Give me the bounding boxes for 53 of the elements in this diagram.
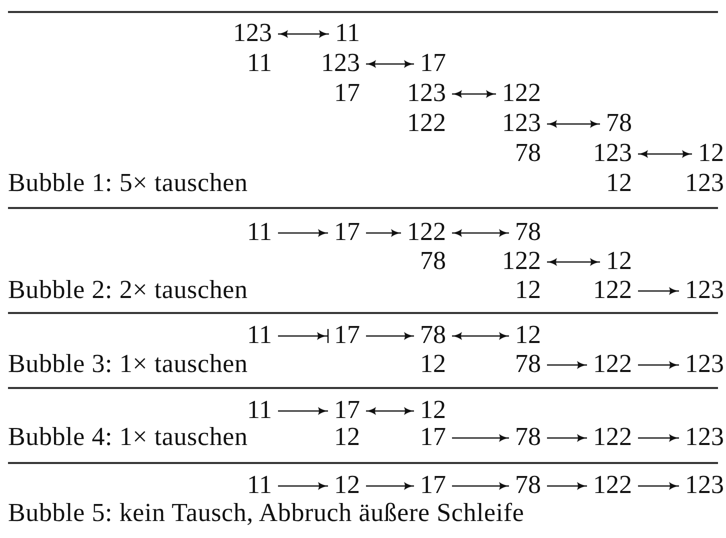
- number: 78: [515, 349, 541, 379]
- number: 12: [420, 395, 446, 425]
- number: 12: [420, 349, 446, 379]
- number: 123: [233, 18, 272, 48]
- number: 123: [685, 275, 724, 305]
- pass-caption: Bubble 2: 2× tauschen: [8, 275, 248, 305]
- number: 123: [502, 108, 541, 138]
- pass-caption: Bubble 1: 5× tauschen: [8, 168, 248, 198]
- number: 123: [593, 138, 632, 168]
- number: 122: [593, 349, 632, 379]
- number: 12: [334, 470, 360, 500]
- number: 11: [246, 320, 272, 350]
- number: 123: [685, 422, 724, 452]
- number: 122: [407, 217, 446, 247]
- number: 12: [606, 168, 632, 198]
- number: 11: [246, 48, 272, 78]
- number: 78: [606, 108, 632, 138]
- number: 12: [606, 246, 632, 276]
- pass-caption: Bubble 3: 1× tauschen: [8, 349, 248, 379]
- number: 123: [407, 78, 446, 108]
- number: 122: [502, 246, 541, 276]
- number: 122: [407, 108, 446, 138]
- number: 122: [502, 78, 541, 108]
- number: 122: [593, 470, 632, 500]
- number: 12: [515, 275, 541, 305]
- number: 78: [515, 217, 541, 247]
- number: 17: [420, 470, 446, 500]
- number: 17: [334, 320, 360, 350]
- number: 123: [685, 470, 724, 500]
- number: 78: [515, 138, 541, 168]
- number: 78: [420, 320, 446, 350]
- number: 123: [321, 48, 360, 78]
- number: 17: [420, 48, 446, 78]
- number: 78: [515, 470, 541, 500]
- pass-caption: Bubble 4: 1× tauschen: [8, 422, 248, 452]
- number: 12: [515, 320, 541, 350]
- number: 11: [246, 217, 272, 247]
- number: 78: [420, 246, 446, 276]
- number: 17: [334, 217, 360, 247]
- number: 78: [515, 422, 541, 452]
- number: 11: [246, 470, 272, 500]
- number: 11: [246, 395, 272, 425]
- pass-caption: Bubble 5: kein Tausch, Abbruch äußere Schleife: [8, 498, 524, 528]
- number: 17: [334, 78, 360, 108]
- number: 12: [334, 422, 360, 452]
- number: 11: [334, 18, 360, 48]
- number: 122: [593, 275, 632, 305]
- number: 123: [685, 168, 724, 198]
- number: 123: [685, 349, 724, 379]
- number: 17: [420, 422, 446, 452]
- number: 122: [593, 422, 632, 452]
- number: 12: [698, 138, 724, 168]
- number: 17: [334, 395, 360, 425]
